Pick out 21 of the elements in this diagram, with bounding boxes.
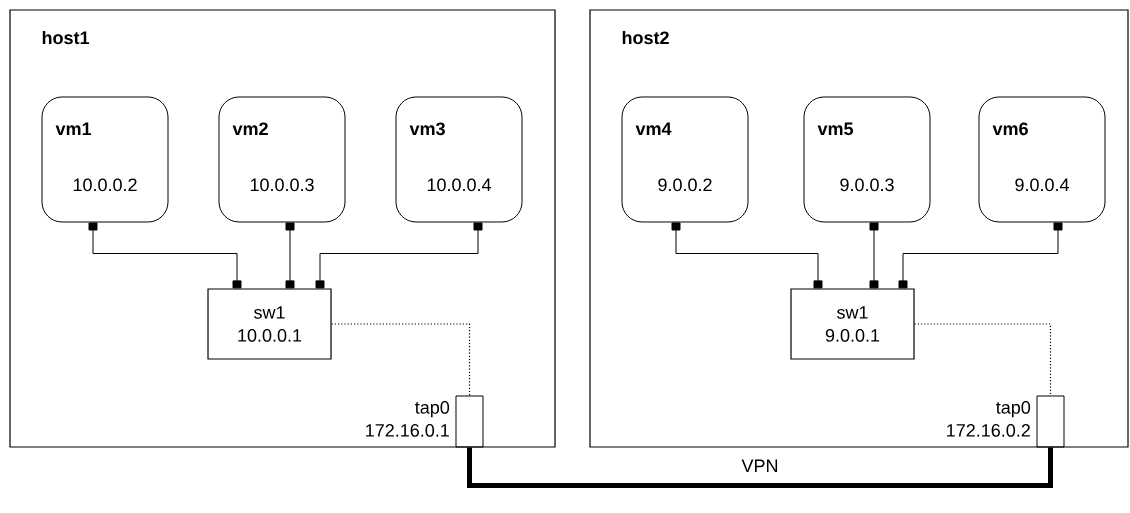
vm-box: vm3 10.0.0.4 [395,96,523,223]
connector [671,222,823,289]
connector [285,222,295,289]
connector [869,222,879,289]
vm-box: vm4 9.0.0.2 [621,96,749,223]
vm-box: vm1 10.0.0.2 [41,96,169,223]
vm-box: vm5 9.0.0.3 [803,96,931,223]
connector [898,222,1063,289]
connector [467,447,1053,488]
switch-box: sw1 10.0.0.1 [207,288,332,360]
port-label: tap0 172.16.0.1 [366,401,450,437]
connector [88,222,242,289]
edge-label: VPN [740,458,780,473]
switch-box: sw1 9.0.0.1 [790,288,915,360]
port-box [1036,395,1065,448]
connector [315,222,483,289]
vm-box: vm6 9.0.0.4 [978,96,1106,223]
port-box [455,395,484,448]
connector [331,323,471,397]
port-label: tap0 172.16.0.2 [947,401,1031,437]
vm-box: vm2 10.0.0.3 [218,96,346,223]
